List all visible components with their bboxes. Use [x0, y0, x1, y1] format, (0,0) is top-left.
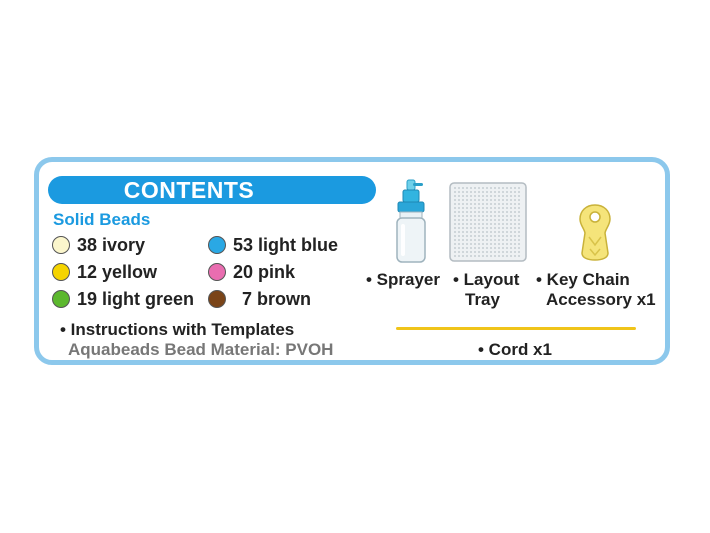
- key-chain-label-line2: Accessory x1: [546, 290, 656, 309]
- layout-tray-label-line1: • Layout: [453, 270, 520, 289]
- light-green-bead-icon: [52, 290, 70, 308]
- bead-item-light-green: 19 light green: [52, 288, 194, 310]
- brown-bead-icon: [208, 290, 226, 308]
- layout-tray-icon: [449, 182, 527, 262]
- cord-label: • Cord x1: [478, 340, 552, 359]
- key-chain-label-line1: • Key Chain: [536, 270, 630, 289]
- bead-label: 12 yellow: [77, 261, 158, 282]
- solid-beads-label: Solid Beads: [53, 210, 151, 229]
- bead-label: 53 light blue: [233, 234, 339, 255]
- cord-line: [396, 327, 636, 330]
- sprayer-label: • Sprayer: [366, 270, 440, 289]
- key-chain-accessory-icon: [579, 204, 611, 261]
- ivory-bead-icon: [52, 236, 70, 254]
- contents-title: CONTENTS: [123, 177, 255, 203]
- layout-tray-label-line2: Tray: [465, 290, 500, 309]
- yellow-bead-icon: [52, 263, 70, 281]
- bead-label: 7 brown: [242, 288, 312, 309]
- light-blue-bead-icon: [208, 236, 226, 254]
- bead-item-light-blue: 53 light blue: [208, 234, 338, 256]
- bead-label: 20 pink: [233, 261, 296, 282]
- bead-item-yellow: 12 yellow: [52, 261, 157, 283]
- contents-header-bar: [48, 176, 376, 204]
- bead-label: 19 light green: [77, 288, 195, 309]
- bead-item-ivory: 38 ivory: [52, 234, 145, 256]
- sprayer-icon: [396, 179, 426, 263]
- bead-label: 38 ivory: [77, 234, 146, 255]
- instructions-note: • Instructions with Templates: [60, 320, 295, 339]
- pink-bead-icon: [208, 263, 226, 281]
- bead-item-brown: 7 brown: [208, 288, 311, 310]
- material-note: Aquabeads Bead Material: PVOH: [68, 340, 334, 359]
- bead-item-pink: 20 pink: [208, 261, 295, 283]
